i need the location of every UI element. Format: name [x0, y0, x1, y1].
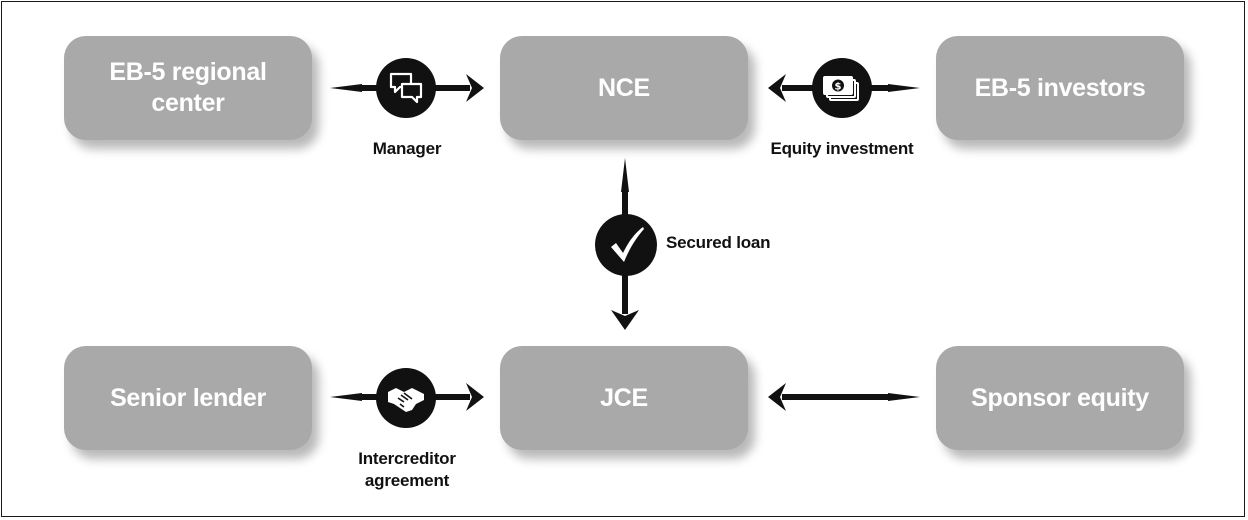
label-equity-investment: Equity investment: [770, 139, 914, 158]
node-nce-label: NCE: [598, 73, 650, 102]
node-eb5-regional-center: EB-5 regional center: [64, 36, 312, 140]
checkmark-icon: [595, 214, 657, 276]
label-manager: Manager: [372, 139, 442, 158]
node-eb5-regional-center-label: EB-5 regional center: [109, 58, 267, 117]
label-intercreditor-line2: agreement: [364, 471, 450, 490]
node-eb5-investors-label: EB-5 investors: [974, 73, 1146, 102]
chat-bubbles-icon: [376, 58, 436, 118]
arrow-sponsor-equity: [768, 383, 920, 411]
node-nce: NCE: [500, 36, 748, 140]
node-sponsor-equity: Sponsor equity: [936, 346, 1184, 450]
node-eb5-investors: EB-5 investors: [936, 36, 1184, 140]
node-senior-lender-label: Senior lender: [110, 383, 266, 412]
label-intercreditor-agreement: Intercreditor agreement: [332, 448, 482, 492]
label-secured-loan: Secured loan: [666, 233, 771, 252]
node-sponsor-equity-label: Sponsor equity: [971, 383, 1149, 412]
node-jce-label: JCE: [600, 383, 648, 412]
money-stack-icon: $: [812, 58, 872, 118]
svg-text:$: $: [835, 82, 842, 93]
handshake-icon: [376, 368, 436, 428]
label-intercreditor-line1: Intercreditor: [358, 449, 456, 468]
node-senior-lender: Senior lender: [64, 346, 312, 450]
node-jce: JCE: [500, 346, 748, 450]
